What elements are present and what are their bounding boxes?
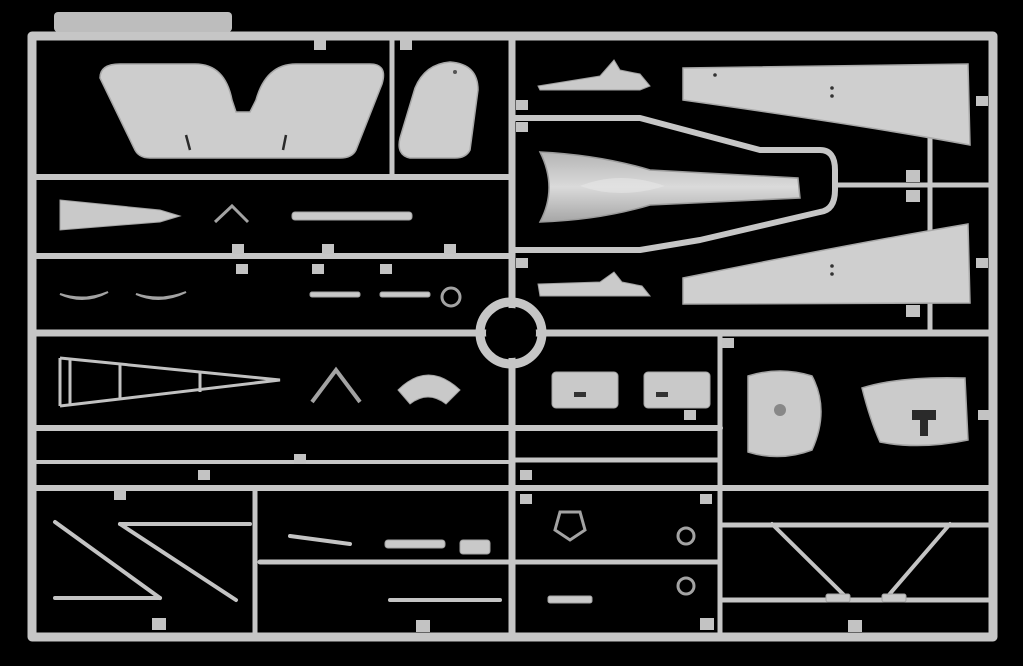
fuselage-frame-truss: [58, 356, 281, 408]
interplane-struts: [53, 520, 952, 602]
upper-wing-part: [682, 63, 971, 146]
lower-wing-part: [682, 223, 971, 305]
engine-cowling-left: [747, 370, 822, 458]
fuselage-panel: [99, 63, 385, 159]
center-small-parts: [310, 366, 711, 409]
sprue-frame: [27, 12, 998, 642]
sprue-gate-tabs: [114, 40, 990, 632]
small-parts-left: [59, 199, 462, 308]
tail-fin-part: [398, 61, 479, 159]
fuselage-half: [538, 151, 801, 223]
landing-gear-strut: [537, 59, 652, 297]
engine-cowling-right: [861, 376, 969, 447]
lower-small-parts: [384, 510, 907, 604]
